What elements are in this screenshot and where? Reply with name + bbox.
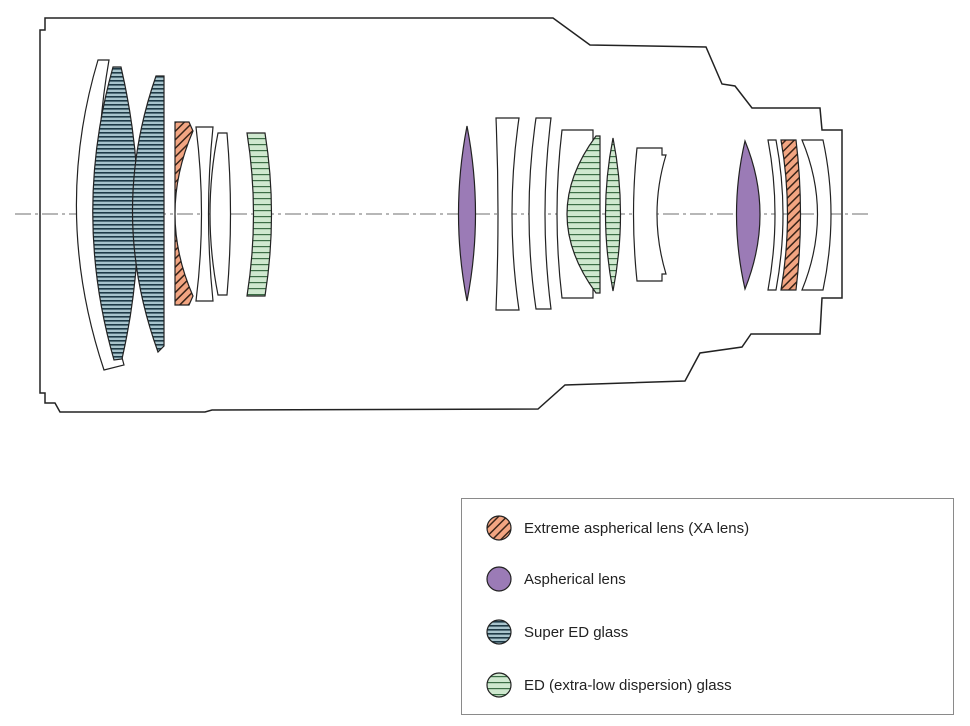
super-ed-glass-swatch-icon (486, 619, 512, 645)
front-group-element-a (195, 126, 214, 302)
aspherical-lens-swatch-icon (486, 566, 512, 592)
aspherical-element-middle (457, 125, 477, 302)
front-group-element-b (209, 132, 232, 296)
legend-item-aspherical: Aspherical lens (484, 564, 626, 594)
ed-element-middle-1 (566, 135, 601, 294)
rear-group-element-a (767, 139, 784, 291)
lens-barrel-outline (39, 17, 843, 413)
xa-element-front (174, 121, 194, 306)
super-ed-element-2 (131, 75, 165, 354)
xa-element-rear (780, 139, 802, 291)
legend: Extreme aspherical lens (XA lens) Aspher… (461, 498, 954, 715)
middle-group-element-b (528, 117, 552, 310)
aspherical-element-rear (735, 139, 761, 292)
ed-element-middle-2 (604, 137, 622, 292)
xa-lens-swatch-icon (486, 515, 512, 541)
middle-group-element-d (632, 147, 667, 282)
legend-item-ed: ED (extra-low dispersion) glass (484, 670, 732, 700)
legend-label-super-ed: Super ED glass (524, 623, 629, 641)
legend-label-ed: ED (extra-low dispersion) glass (524, 676, 732, 694)
middle-group-element-a (495, 117, 520, 311)
legend-label-aspherical: Aspherical lens (524, 570, 626, 588)
rear-group-element-b (801, 139, 832, 291)
legend-item-xa: Extreme aspherical lens (XA lens) (484, 513, 749, 543)
ed-glass-swatch-icon (486, 672, 512, 698)
legend-item-super-ed: Super ED glass (484, 617, 628, 647)
ed-element-front (246, 132, 273, 297)
super-ed-element-1 (92, 66, 139, 361)
legend-label-xa: Extreme aspherical lens (XA lens) (524, 519, 750, 537)
lens-construction-diagram (15, 17, 868, 413)
